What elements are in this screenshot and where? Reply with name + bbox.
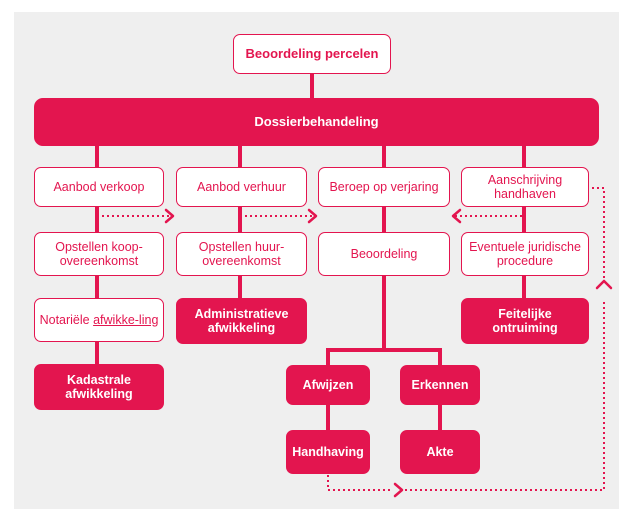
node-beoordeling-percelen: Beoordeling percelen bbox=[233, 34, 391, 74]
node-administratieve-afwikkeling: Administratieve afwikkeling bbox=[176, 298, 307, 344]
dotted-bottom-to-right bbox=[405, 300, 605, 491]
node-feitelijke-ontruiming: Feitelijke ontruiming bbox=[461, 298, 589, 344]
arrow-head-up-right bbox=[595, 279, 613, 290]
dotted-handhaving-bottom bbox=[327, 470, 392, 491]
arrow-head-from-aanschrijving bbox=[451, 208, 462, 224]
node-aanschrijving-handhaven: Aanschrijving handhaven bbox=[461, 167, 589, 207]
node-notariele-prefix: Notariële bbox=[39, 313, 94, 327]
node-erkennen: Erkennen bbox=[400, 365, 480, 405]
node-dossierbehandeling: Dossierbehandeling bbox=[34, 98, 599, 146]
arrow-head-verhuur bbox=[164, 208, 175, 224]
node-aanbod-verhuur: Aanbod verhuur bbox=[176, 167, 307, 207]
node-beoordeling: Beoordeling bbox=[318, 232, 450, 276]
node-opstellen-huurovereenkomst: Opstellen huur-overeenkomst bbox=[176, 232, 307, 276]
node-aanbod-verkoop: Aanbod verkoop bbox=[34, 167, 164, 207]
dotted-return-right bbox=[592, 187, 605, 282]
node-opstellen-koopovereenkomst: Opstellen koop-overeenkomst bbox=[34, 232, 164, 276]
node-notariele-afwikkeling: Notariële afwikke-ling bbox=[34, 298, 164, 342]
arrow-head-verjaring bbox=[307, 208, 318, 224]
node-beroep-op-verjaring: Beroep op verjaring bbox=[318, 167, 450, 207]
node-kadastrale-afwikkeling: Kadastrale afwikkeling bbox=[34, 364, 164, 410]
node-afwijzen: Afwijzen bbox=[286, 365, 370, 405]
node-handhaving: Handhaving bbox=[286, 430, 370, 474]
node-notariele-link: afwikke-ling bbox=[93, 313, 159, 327]
node-eventuele-juridische-procedure: Eventuele juridische procedure bbox=[461, 232, 589, 276]
arrow-head-bottom bbox=[393, 482, 404, 498]
node-akte: Akte bbox=[400, 430, 480, 474]
